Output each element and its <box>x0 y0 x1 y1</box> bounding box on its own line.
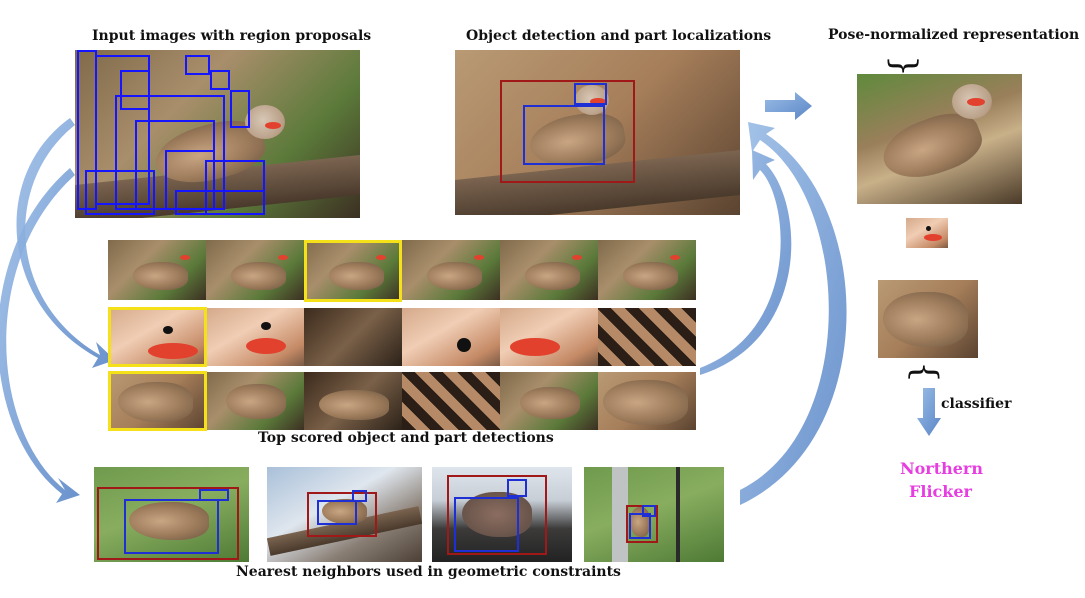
region-proposal-box <box>95 55 150 205</box>
selected-body-highlight <box>108 371 207 431</box>
region-proposal-box <box>165 150 215 210</box>
neighbor-image-4 <box>584 467 724 562</box>
head-part-box <box>574 83 607 105</box>
object-crop <box>108 240 206 300</box>
title-input-images: Input images with region proposals <box>92 28 372 44</box>
detection-image <box>455 50 740 215</box>
head-crop <box>108 308 206 366</box>
neighbor-body-box <box>124 499 219 554</box>
pose-whole-bird <box>857 74 1022 204</box>
neighbor-image-3 <box>432 467 572 562</box>
neighbor-object-box <box>447 475 547 555</box>
neighbor-head-box <box>352 490 367 502</box>
neighbor-head-box <box>507 479 527 497</box>
body-crop <box>500 372 598 430</box>
head-crop <box>206 308 304 366</box>
selected-object-highlight <box>304 240 402 302</box>
neighbor-head-box <box>642 505 656 517</box>
region-proposal-box <box>120 70 150 110</box>
region-proposal-box <box>210 70 230 90</box>
body-crop <box>598 372 696 430</box>
neighbor-body-box <box>454 497 519 552</box>
body-crop <box>206 372 304 430</box>
result-species-line2: Flicker <box>909 482 972 501</box>
body-crop <box>402 372 500 430</box>
neighbor-image-1 <box>94 467 249 562</box>
region-proposal-box <box>85 170 155 215</box>
object-crop <box>598 240 696 300</box>
title-pose-normalized: Pose-normalized representation <box>828 27 1080 43</box>
title-nearest-neighbors: Nearest neighbors used in geometric cons… <box>236 564 621 580</box>
pose-head-part <box>906 218 948 248</box>
head-crop <box>500 308 598 366</box>
result-species-line1: Northern <box>900 459 983 478</box>
arrow-to-part-detections <box>16 118 115 368</box>
input-image <box>75 50 360 218</box>
region-proposal-box <box>175 190 265 215</box>
head-crop <box>598 308 696 366</box>
head-crop <box>402 308 500 366</box>
arrow-classifier <box>917 388 941 436</box>
object-crop <box>304 240 402 300</box>
neighbor-head-box <box>199 489 229 501</box>
region-proposal-box <box>185 55 210 75</box>
region-proposal-box <box>230 90 250 128</box>
head-crop <box>304 308 402 366</box>
arrow-to-pose <box>765 92 812 120</box>
arrow-parts-to-detection <box>700 150 792 375</box>
neighbor-object-box <box>307 492 377 537</box>
pose-body-part <box>878 280 978 358</box>
brace-bottom: } <box>902 361 943 383</box>
object-bounding-box <box>500 80 635 183</box>
arrow-to-nearest-neighbors <box>0 168 80 503</box>
title-top-scored: Top scored object and part detections <box>258 430 554 446</box>
classifier-label: classifier <box>941 396 1012 412</box>
neighbor-body-box <box>317 500 357 525</box>
title-object-detection: Object detection and part localizations <box>466 28 772 44</box>
body-crop <box>304 372 402 430</box>
neighbor-image-2 <box>267 467 422 562</box>
object-crop <box>402 240 500 300</box>
neighbor-object-box <box>97 487 239 560</box>
neighbor-body-box <box>629 513 651 539</box>
body-part-box <box>523 105 605 165</box>
object-crop <box>500 240 598 300</box>
body-crop <box>108 372 206 430</box>
arrow-neighbors-to-detection <box>740 122 847 505</box>
object-crop <box>206 240 304 300</box>
selected-head-highlight <box>108 307 207 367</box>
